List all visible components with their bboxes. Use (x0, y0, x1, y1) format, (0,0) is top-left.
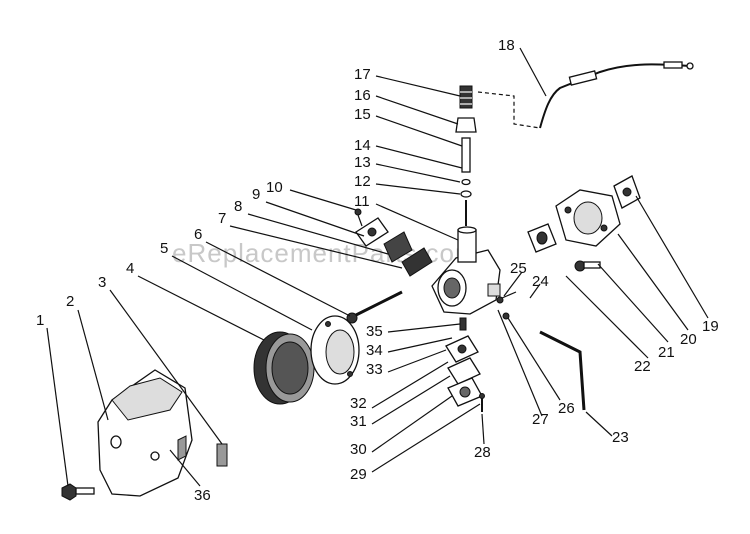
part-35-pin (459, 317, 467, 331)
callout-26: 26 (558, 400, 575, 417)
callout-7: 7 (218, 210, 226, 227)
callout-30: 30 (350, 441, 367, 458)
callout-6: 6 (194, 226, 202, 243)
callout-16: 16 (354, 87, 371, 104)
callout-12: 12 (354, 173, 371, 190)
callout-23: 23 (612, 429, 629, 446)
part-30-cover (447, 377, 483, 407)
part-2-cover (97, 369, 193, 497)
part-36-clip (216, 443, 228, 467)
part-11-barrel (457, 226, 477, 263)
part-17-spring (459, 85, 473, 109)
part-4-filter (253, 331, 315, 405)
callout-34: 34 (366, 342, 383, 359)
watermark: eReplacementParts.com (172, 238, 478, 268)
callout-15: 15 (354, 106, 371, 123)
callout-14: 14 (354, 137, 371, 154)
part-23-rod (539, 330, 586, 411)
part-18-throttle-cable (539, 61, 694, 129)
part-13-washer (461, 178, 471, 186)
callout-28: 28 (474, 444, 491, 461)
callout-2: 2 (66, 293, 74, 310)
callout-21: 21 (658, 344, 675, 361)
part-1-screw (61, 483, 95, 501)
callout-19: 19 (702, 318, 719, 335)
callout-20: 20 (680, 331, 697, 348)
part-12-ring (460, 190, 472, 198)
callout-numbers: 1 2 3 4 5 6 7 8 9 10 11 12 13 14 15 16 1… (36, 37, 719, 504)
part-31-diaphragm (447, 357, 481, 385)
callout-18: 18 (498, 37, 515, 54)
callout-4: 4 (126, 260, 134, 277)
part-33-gasket (445, 335, 479, 363)
part-6-long-screw (346, 290, 403, 324)
part-28-screw (479, 393, 485, 412)
carburetor-body (431, 249, 501, 315)
callout-32: 32 (350, 395, 367, 412)
callout-5: 5 (160, 240, 168, 257)
part-15-rod (461, 137, 471, 173)
callout-9: 9 (252, 186, 260, 203)
leader-lines (46, 47, 709, 487)
callout-11: 11 (354, 193, 370, 210)
callout-31: 31 (350, 413, 367, 430)
part-24-gasket (527, 223, 557, 253)
callout-27: 27 (532, 411, 549, 428)
part-16-nut (455, 117, 477, 133)
callout-13: 13 (354, 154, 371, 171)
part-5-plate (310, 315, 360, 385)
callout-24: 24 (532, 273, 549, 290)
part-10-screw (354, 208, 363, 227)
callout-22: 22 (634, 358, 651, 375)
part-7-gasket (401, 247, 433, 277)
callout-35: 35 (366, 323, 383, 340)
part-9-gasket (355, 217, 389, 247)
callout-25: 25 (510, 260, 527, 277)
callout-17: 17 (354, 66, 371, 83)
callout-10: 10 (266, 179, 283, 196)
callout-1: 1 (36, 312, 44, 329)
callout-36: 36 (194, 487, 211, 504)
part-22-bolt (574, 260, 601, 272)
callout-33: 33 (366, 361, 383, 378)
part-20-adaptor (555, 189, 621, 247)
callout-3: 3 (98, 274, 106, 291)
callout-8: 8 (234, 198, 242, 215)
part-8-spacer (383, 231, 413, 263)
part-19-gasket (613, 175, 641, 209)
part-26-screw (502, 312, 510, 320)
part-25-screw (496, 291, 517, 304)
callout-29: 29 (350, 466, 367, 483)
